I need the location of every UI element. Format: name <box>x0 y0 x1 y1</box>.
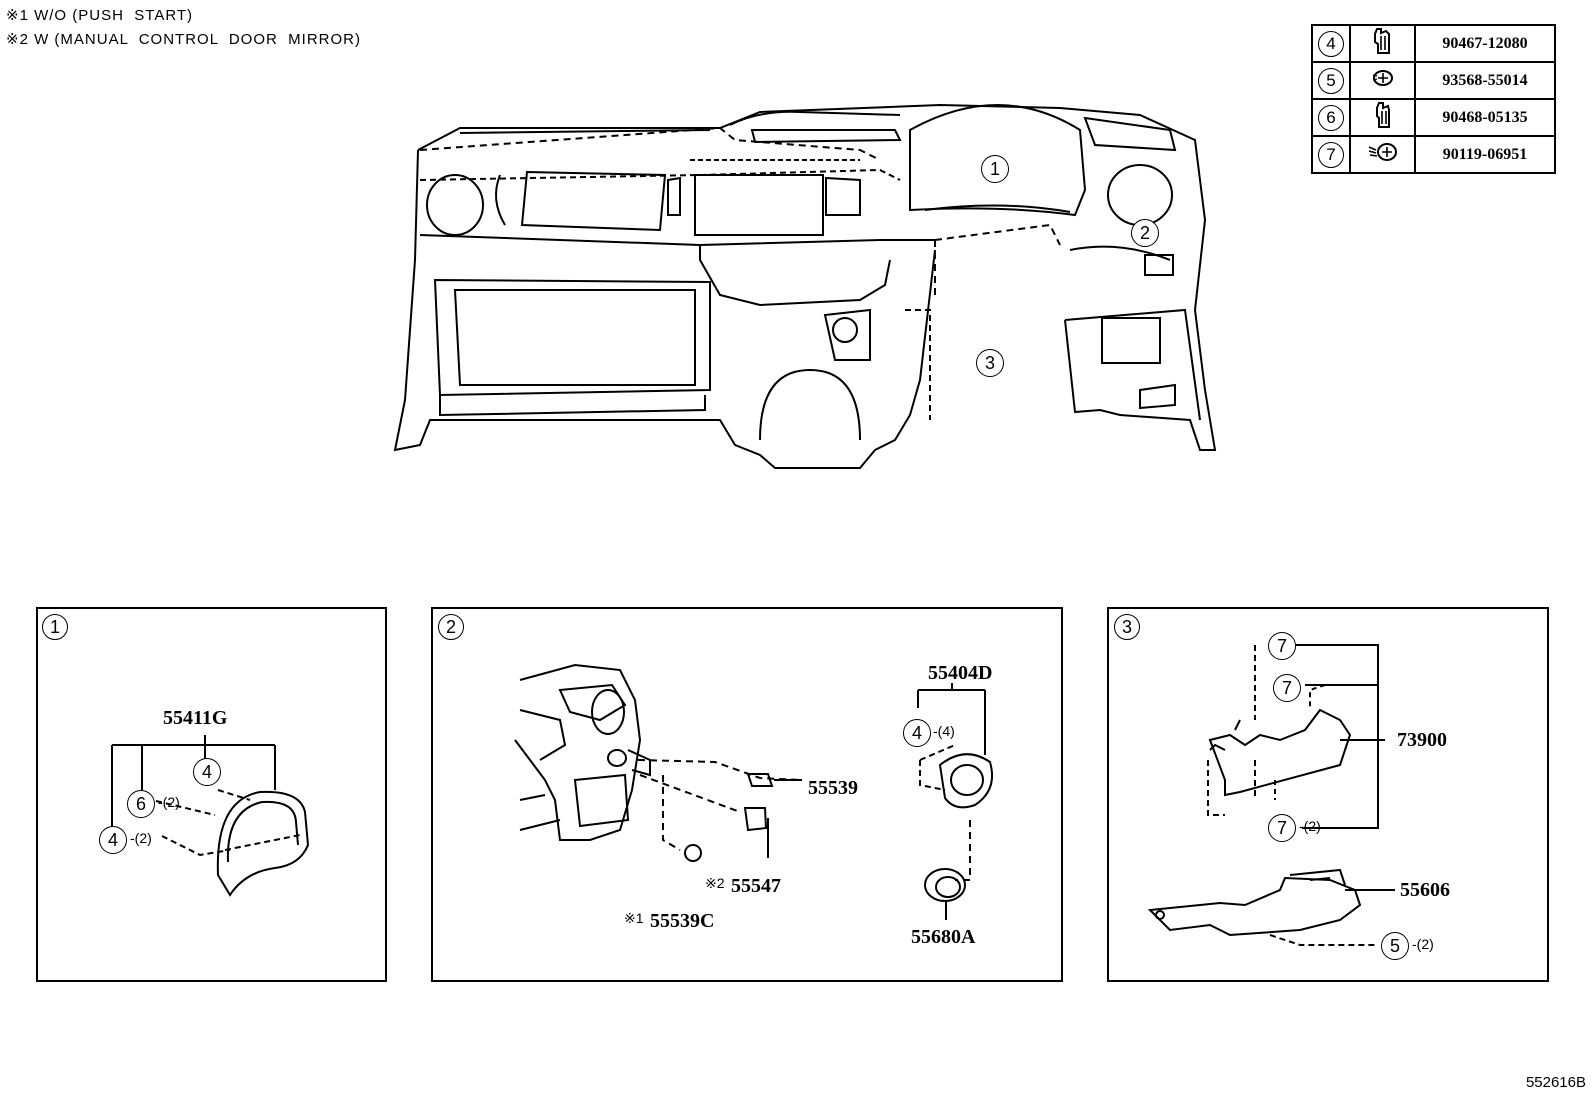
part-number: 90119-06951 <box>1414 135 1556 174</box>
fastener-ref: 6 <box>127 790 155 818</box>
screw-icon <box>1372 70 1393 86</box>
panel-ref: 3 <box>1114 614 1140 640</box>
overview-ref-3: 3 <box>976 349 1004 377</box>
fastener-row: 7 90119-06951 <box>1311 135 1556 174</box>
part-label-55539: 55539 <box>808 777 858 799</box>
applicability-mark: ※2 <box>705 875 725 891</box>
fastener-qty: -(2) <box>1299 818 1321 834</box>
part-number: 93568-55014 <box>1414 61 1556 100</box>
part-label-55404d: 55404D <box>928 662 993 684</box>
fastener-qty: -(4) <box>933 723 955 739</box>
part-number: 90468-05135 <box>1414 98 1556 137</box>
fastener-ref: 7 <box>1268 632 1296 660</box>
overview-ref-1: 1 <box>981 155 1009 183</box>
notes: ※1 W/O (PUSH START) ※2 W (MANUAL CONTROL… <box>6 4 361 52</box>
fastener-qty: -(2) <box>130 830 152 846</box>
diagram-id: 552616B <box>1525 1074 1586 1091</box>
part-label-73900: 73900 <box>1397 729 1447 751</box>
clip-icon <box>1373 28 1390 54</box>
panel-ref: 1 <box>42 614 68 640</box>
fastener-ref: 4 <box>903 719 931 747</box>
fastener-qty: -(2) <box>158 794 180 810</box>
fastener-table: 4 90467-12080 5 93568-55014 6 90468-0513… <box>1311 24 1556 174</box>
fastener-ref: 4 <box>99 826 127 854</box>
bolt-icon <box>1368 143 1397 161</box>
detail-panel-3 <box>1107 607 1549 982</box>
panel-ref: 2 <box>438 614 464 640</box>
note-2: ※2 W (MANUAL CONTROL DOOR MIRROR) <box>6 31 361 48</box>
ref-number: 7 <box>1318 141 1344 168</box>
fastener-ref: 4 <box>193 758 221 786</box>
part-label-55411g: 55411G <box>163 707 228 729</box>
note-1: ※1 W/O (PUSH START) <box>6 7 194 24</box>
fastener-ref: 7 <box>1273 674 1301 702</box>
fastener-row: 6 90468-05135 <box>1311 98 1556 137</box>
part-number: 90467-12080 <box>1414 24 1556 63</box>
detail-panel-1 <box>36 607 387 982</box>
applicability-mark: ※1 <box>624 910 644 926</box>
fastener-ref: 5 <box>1381 932 1409 960</box>
ref-number: 5 <box>1318 67 1344 94</box>
clip-icon <box>1375 102 1390 128</box>
part-label-55606: 55606 <box>1400 879 1450 901</box>
ref-number: 4 <box>1318 30 1344 57</box>
detail-panel-2 <box>431 607 1063 982</box>
fastener-ref: 7 <box>1268 814 1296 842</box>
overview-ref-2: 2 <box>1131 219 1159 247</box>
fastener-row: 5 93568-55014 <box>1311 61 1556 100</box>
ref-number: 6 <box>1318 104 1344 131</box>
fastener-qty: -(2) <box>1412 936 1434 952</box>
part-label-55680a: 55680A <box>911 926 976 948</box>
fastener-row: 4 90467-12080 <box>1311 24 1556 63</box>
